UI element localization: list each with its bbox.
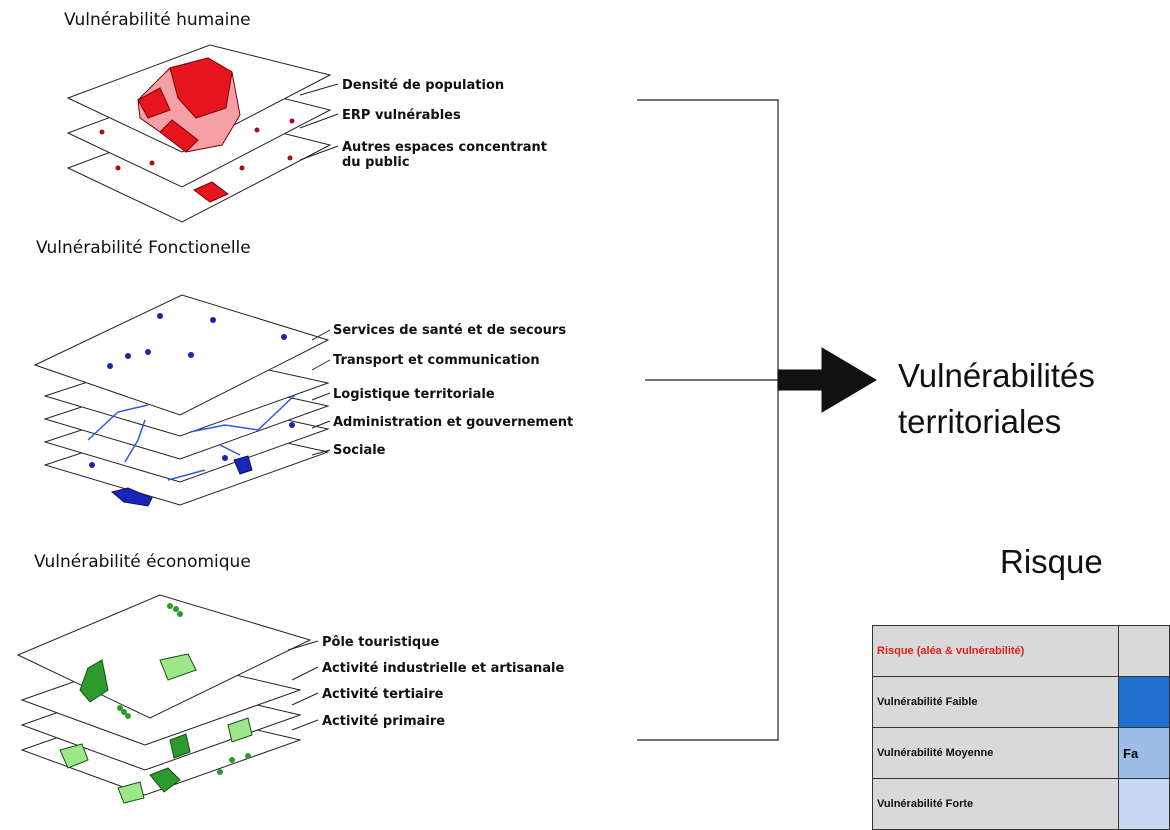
functional-layers [33, 294, 330, 506]
functional-label-logistics: Logistique territoriale [333, 387, 495, 402]
human-label-public-2: du public [342, 155, 410, 170]
risk-row-label: Vulnérabilité Faible [871, 676, 1120, 728]
economic-label-primary: Activité primaire [322, 714, 446, 729]
result-title-line1: Vulnérabilités [898, 357, 1095, 394]
functional-label-admin: Administration et gouvernement [333, 415, 574, 430]
economic-light-shapes [59, 653, 253, 804]
functional-label-health: Services de santé et de secours [333, 323, 567, 338]
risk-table: Risque (aléa & vulnérabilité)Vulnérabili… [871, 625, 1170, 830]
human-erp-shape [193, 181, 229, 203]
connector-bracket [637, 99, 779, 741]
economic-leaders [287, 640, 319, 731]
human-leaders [299, 83, 339, 161]
functional-leaders [311, 329, 331, 456]
economic-label-tourism: Pôle touristique [322, 635, 440, 650]
risk-table-row: Vulnérabilité Forte [871, 778, 1170, 830]
risk-table-row: Risque (aléa & vulnérabilité) [871, 625, 1170, 677]
risk-row-label: Risque (aléa & vulnérabilité) [871, 625, 1120, 677]
human-label-erp: ERP vulnérables [342, 108, 461, 123]
functional-shape [110, 487, 153, 507]
risk-row-value [1118, 778, 1170, 830]
functional-shape-2 [233, 455, 253, 475]
risk-table-row: Vulnérabilité Faible [871, 676, 1170, 728]
economic-title: Vulnérabilité économique [34, 552, 251, 572]
economic-dark-shapes [79, 659, 191, 793]
human-title: Vulnérabilité humaine [64, 10, 251, 30]
risk-title: Risque [1000, 543, 1103, 580]
functional-label-social: Sociale [333, 443, 386, 458]
risk-row-value [1118, 676, 1170, 728]
economic-label-industry: Activité industrielle et artisanale [322, 661, 565, 676]
risk-row-value [1118, 625, 1170, 677]
human-dots [99, 118, 295, 171]
functional-dots [89, 313, 295, 468]
human-label-density: Densité de population [342, 78, 505, 93]
functional-network [87, 394, 296, 481]
result-arrow [777, 347, 877, 413]
economic-label-tertiary: Activité tertiaire [322, 687, 444, 702]
risk-row-label: Vulnérabilité Moyenne [871, 727, 1120, 779]
func-plane-1 [33, 294, 330, 416]
risk-row-label: Vulnérabilité Forte [871, 778, 1120, 830]
human-density-shape [137, 57, 241, 153]
economic-dots [117, 603, 251, 775]
functional-title: Vulnérabilité Fonctionelle [36, 238, 251, 258]
human-label-public-1: Autres espaces concentrant [342, 140, 547, 155]
result-title-line2: territoriales [898, 403, 1062, 440]
risk-row-value: Fa [1118, 727, 1170, 779]
functional-label-transport: Transport et communication [333, 353, 540, 368]
economic-layers [16, 594, 312, 796]
